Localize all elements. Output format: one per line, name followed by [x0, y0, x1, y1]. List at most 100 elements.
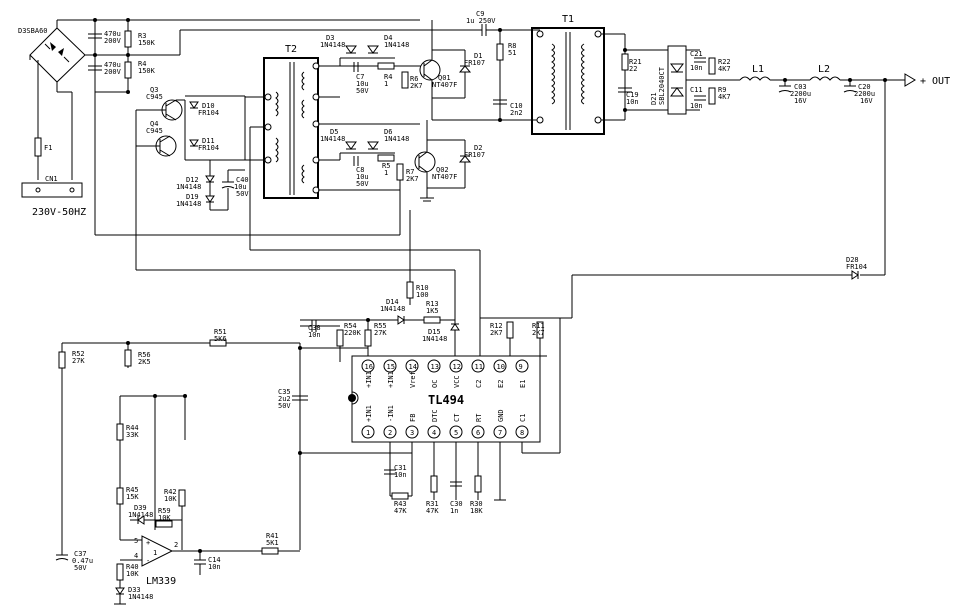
- c19-label: C19: [626, 91, 639, 99]
- r43-value: 47K: [394, 507, 407, 515]
- l2-label: L2: [818, 64, 830, 75]
- tl494-pin-number: 15: [387, 363, 395, 371]
- tl494-pin-5: [449, 425, 463, 439]
- d6-label: D6: [384, 128, 392, 136]
- tl494-pin-name: +IN1: [387, 371, 395, 388]
- q02-label: Q02: [436, 166, 449, 174]
- mains-label: 230V-50HZ: [32, 207, 86, 218]
- cn1-label: CN1: [45, 175, 58, 183]
- c7-label: C7: [356, 73, 364, 81]
- r4b-value: 1: [384, 80, 388, 88]
- r8-value: 51: [508, 49, 516, 57]
- r4b-label: R4: [384, 73, 392, 81]
- tl494-pin-number: 6: [476, 429, 480, 437]
- r51-value: 5K6: [214, 335, 227, 343]
- r52-value: 27K: [72, 357, 85, 365]
- c7-value: 10u: [356, 80, 369, 88]
- tl494-pin-number: 10: [497, 363, 505, 371]
- r54-label: R54: [344, 322, 357, 330]
- d4-label: D4: [384, 34, 392, 42]
- r8-label: R8: [508, 42, 516, 50]
- tl494-pin-number: 4: [432, 429, 436, 437]
- r7-value: 2K7: [406, 175, 419, 183]
- r55-value: 27K: [374, 329, 387, 337]
- c35-voltage: 50V: [278, 402, 291, 410]
- r12-value: 2K7: [490, 329, 503, 337]
- tl494-pin-3: [405, 425, 419, 439]
- c21-label: C21: [690, 50, 703, 58]
- tl494-pin-number: 3: [410, 429, 414, 437]
- tl494-pin-15: [383, 359, 397, 373]
- d19-value: 1N4148: [176, 200, 201, 208]
- tl494-pin-10: [493, 359, 507, 373]
- d11-label: D11: [202, 137, 215, 145]
- c9-label: C9: [476, 10, 484, 18]
- tl494-pin-number: 2: [388, 429, 392, 437]
- tl494-pin-4: [427, 425, 441, 439]
- d39-label: D39: [134, 504, 147, 512]
- d21-label: D21: [650, 92, 658, 105]
- op-plus-sign: +: [146, 539, 150, 547]
- r12-label: R12: [490, 322, 503, 330]
- q4-label: Q4: [150, 120, 158, 128]
- tl494-pin-name: E2: [497, 380, 505, 388]
- l2-inductor: [809, 76, 841, 81]
- r6-label: R6: [410, 75, 418, 83]
- d12-value: 1N4148: [176, 183, 201, 191]
- tl494-pin-name: Vref: [409, 371, 417, 388]
- c40-label: C40: [236, 176, 249, 184]
- r56-label: R56: [138, 351, 151, 359]
- tl494-pin-name: GND: [497, 409, 505, 422]
- output-filter: L1 C03 2200u 16V L2 C20 2200u 16V + OUT: [739, 64, 950, 275]
- bridge-rectifier: D3SBA60: [18, 27, 86, 83]
- c37-voltage: 50V: [74, 564, 87, 572]
- output-arrow-icon: [904, 73, 916, 87]
- c40-voltage: 50V: [236, 190, 249, 198]
- op-minus-sign: -: [146, 557, 150, 565]
- q01-value: NT407F: [432, 81, 457, 89]
- r21-label: R21: [629, 58, 642, 66]
- q3-value: C945: [146, 93, 163, 101]
- r10-label: R10: [416, 284, 429, 292]
- r22-value: 4K7: [718, 65, 731, 73]
- r30-label: R30: [470, 500, 483, 508]
- r13-value: 1K5: [426, 307, 439, 315]
- d39-value: 1N4148: [128, 511, 153, 519]
- r13-label: R13: [426, 300, 439, 308]
- c40-value: 10u: [234, 183, 247, 191]
- r30-value: 18K: [470, 507, 483, 515]
- c20-voltage: 16V: [860, 97, 873, 105]
- tl494-pin-7: [493, 425, 507, 439]
- c30-value: 1n: [450, 507, 458, 515]
- d12-label: D12: [186, 176, 199, 184]
- tl494-pin-name: CT: [453, 413, 461, 422]
- tl494-pin-13: [427, 359, 441, 373]
- d1-value: FR107: [464, 59, 485, 67]
- c1-voltage: 200V: [104, 37, 122, 45]
- d2-label: D2: [474, 144, 482, 152]
- r45-label: R45: [126, 486, 139, 494]
- c14-value: 10n: [208, 563, 221, 571]
- c14-label: C14: [208, 556, 221, 564]
- tl494-pin-number: 13: [431, 363, 439, 371]
- tl494-pin-name: C1: [519, 414, 527, 422]
- tl494-pin-1: [361, 425, 375, 439]
- c37-label: C37: [74, 550, 87, 558]
- c31-value: 10n: [394, 471, 407, 479]
- q01-label: Q01: [438, 74, 451, 82]
- c11-label: C11: [690, 86, 703, 94]
- d4-value: 1N4148: [384, 41, 409, 49]
- tl494-pin-2: [383, 425, 397, 439]
- c1-value: 470u: [104, 30, 121, 38]
- r11-label: R11: [532, 322, 545, 330]
- r40-value: 10K: [126, 570, 139, 578]
- d10-value: FR104: [198, 109, 219, 117]
- d2-value: FR107: [464, 151, 485, 159]
- d1-label: D1: [474, 52, 482, 60]
- tl494-pin-number: 14: [409, 363, 417, 371]
- tl494-pin-number: 1: [366, 429, 370, 437]
- d5-label: D5: [330, 128, 338, 136]
- tl494-pin-name: +IN1: [365, 371, 373, 388]
- d3-label: D3: [326, 34, 334, 42]
